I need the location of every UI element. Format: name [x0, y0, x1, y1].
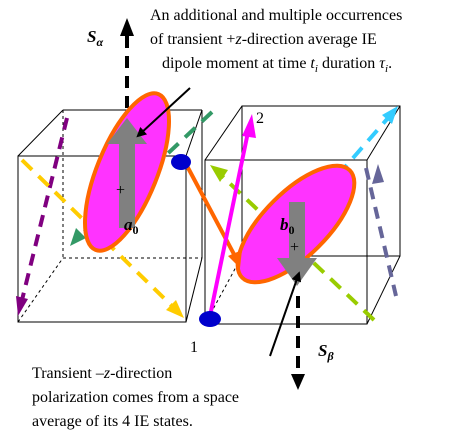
s-alpha-arrowhead	[120, 18, 134, 36]
top-blue-dot	[171, 154, 191, 170]
left-dipole-arrow	[107, 118, 147, 228]
orange-arrow	[184, 163, 242, 268]
purple-dashed-arrow	[20, 117, 69, 301]
slate-arrowhead	[372, 164, 384, 184]
cyan-arrowhead	[382, 106, 398, 124]
green-arrowhead	[70, 228, 86, 246]
slate-dashed-arrow	[364, 167, 398, 297]
s-alpha-label: Sα	[87, 27, 103, 49]
yellow-arrowhead	[166, 300, 184, 318]
b0-label: b0	[280, 215, 295, 237]
bottom-annotation: Transient –z-direction polarization come…	[32, 365, 239, 430]
a0-label: a0	[124, 215, 139, 237]
svg-text:dipole moment at time ti durat: dipole moment at time ti duration τi.	[162, 55, 392, 75]
bottom-annotation-pointer	[269, 271, 302, 357]
point-1-label: 1	[190, 339, 198, 356]
svg-text:An additional and multiple occ: An additional and multiple occurrences	[150, 7, 402, 24]
purple-arrowhead	[16, 296, 28, 316]
s-beta-axis	[291, 296, 305, 390]
s-beta-label: Sβ	[318, 341, 334, 363]
top-annotation-pointer	[136, 87, 191, 138]
top-annotation: An additional and multiple occurrences o…	[150, 7, 402, 75]
s-beta-arrowhead	[291, 374, 305, 390]
point-2-label: 2	[256, 110, 264, 127]
plus-left: +	[116, 182, 125, 199]
lime-arrowhead	[210, 165, 228, 182]
svg-text:polarization comes from a spac: polarization comes from a space	[32, 389, 239, 406]
svg-text:of transient +z-direction aver: of transient +z-direction average IE	[150, 31, 377, 48]
magenta-arrow	[208, 114, 256, 317]
bottom-blue-dot	[199, 311, 221, 327]
s-alpha-axis	[120, 18, 134, 128]
plus-right: +	[290, 239, 299, 256]
svg-text:Transient –z-direction: Transient –z-direction	[32, 365, 172, 382]
svg-text:average of its 4 IE states.: average of its 4 IE states.	[32, 413, 193, 430]
